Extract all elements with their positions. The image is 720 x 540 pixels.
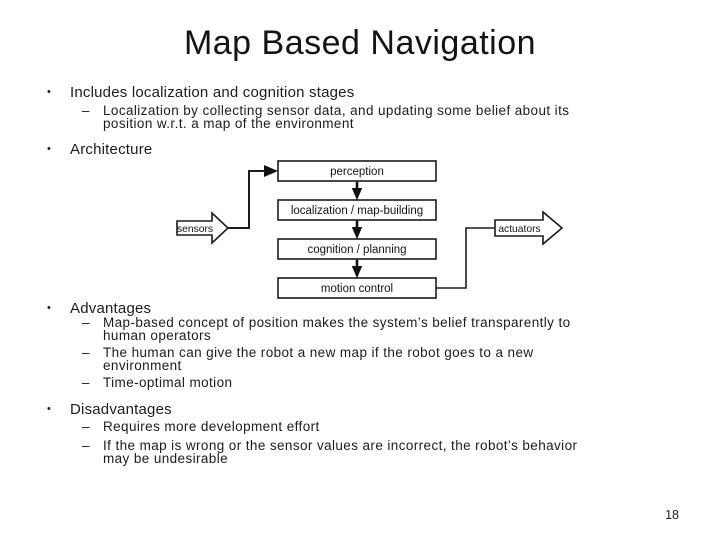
bullet-disadvantages-label: Disadvantages	[70, 401, 172, 418]
page-title: Map Based Navigation	[183, 24, 537, 62]
dash-icon: –	[82, 315, 90, 330]
text-line: Time-optimal motion	[103, 375, 233, 390]
bullet-architecture-label: Architecture	[70, 141, 153, 158]
text-line: Requires more development effort	[103, 419, 320, 434]
actuators-arrow-shape	[494, 210, 564, 246]
bullet-includes-label: Includes localization and cognition stag…	[70, 84, 355, 101]
arrowhead-right-icon	[264, 165, 278, 177]
sub-time-optimal-text: Time-optimal motion	[103, 375, 233, 390]
motion-to-actuators-line	[436, 227, 495, 289]
perception-box	[277, 160, 437, 182]
actuators-label: actuators	[498, 224, 540, 235]
bullet-icon: •	[47, 403, 52, 415]
bullet-icon: •	[47, 143, 52, 155]
down-arrow-icon	[351, 181, 363, 201]
architecture-diagram: perception localization / map-building c…	[176, 160, 564, 299]
sub-development-effort: – Requires more development effort	[82, 419, 320, 434]
sub-localization-text: Localization by collecting sensor data, …	[103, 104, 569, 131]
text-line: human operators	[103, 328, 212, 344]
bullet-icon: •	[47, 302, 52, 314]
text-line: position w.r.t. a map of the environment	[103, 116, 354, 132]
bullet-advantages: • Advantages	[47, 301, 151, 316]
page-number: 18	[665, 508, 679, 522]
sensors-arrow-shape	[176, 211, 230, 245]
text-line: The human can give the robot a new map i…	[103, 345, 534, 360]
sub-localization: – Localization by collecting sensor data…	[82, 104, 569, 131]
dash-icon: –	[82, 345, 90, 360]
dash-icon: –	[82, 438, 90, 453]
bullet-icon: •	[47, 86, 52, 98]
down-arrow-icon	[351, 259, 363, 279]
sensors-to-perception-line	[228, 170, 264, 229]
bullet-includes: • Includes localization and cognition st…	[47, 85, 354, 100]
sub-development-effort-text: Requires more development effort	[103, 419, 320, 434]
text-line: If the map is wrong or the sensor values…	[103, 438, 578, 453]
sub-new-map-text: The human can give the robot a new map i…	[103, 346, 534, 373]
dash-icon: –	[82, 419, 90, 434]
text-line: may be undesirable	[103, 451, 229, 467]
sub-wrong-map: – If the map is wrong or the sensor valu…	[82, 439, 577, 466]
sub-map-based-concept: – Map-based concept of position makes th…	[82, 316, 571, 343]
bullet-advantages-label: Advantages	[70, 300, 152, 317]
localization-label: localization / map-building	[291, 205, 423, 217]
dash-icon: –	[82, 103, 90, 118]
sensors-label: sensors	[177, 224, 213, 235]
perception-label: perception	[330, 166, 384, 178]
sub-time-optimal: – Time-optimal motion	[82, 375, 233, 390]
bullet-architecture: • Architecture	[47, 142, 152, 157]
sub-map-based-concept-text: Map-based concept of position makes the …	[103, 316, 571, 343]
sub-new-map: – The human can give the robot a new map…	[82, 346, 534, 373]
text-line: environment	[103, 358, 182, 374]
cognition-label: cognition / planning	[307, 244, 406, 256]
dash-icon: –	[82, 375, 90, 390]
text-line: Localization by collecting sensor data, …	[103, 103, 570, 118]
text-line: Map-based concept of position makes the …	[103, 315, 571, 330]
motion-label: motion control	[321, 283, 393, 295]
down-arrow-icon	[351, 220, 363, 240]
sub-wrong-map-text: If the map is wrong or the sensor values…	[103, 439, 577, 466]
bullet-disadvantages: • Disadvantages	[47, 402, 172, 417]
